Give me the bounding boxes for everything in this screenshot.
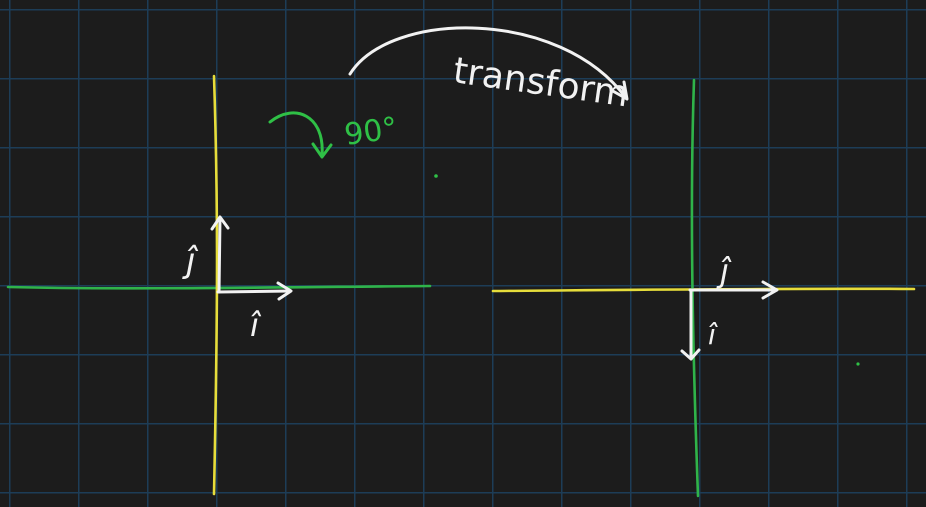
left-i-hat-vector (216, 281, 293, 301)
green-dot (434, 174, 438, 178)
transform-label: transform (451, 50, 631, 115)
rotation-annotation: 90° (268, 111, 438, 178)
right-y-axis (690, 78, 700, 498)
transform-annotation: transform (348, 26, 631, 115)
right-j-hat-vector (688, 280, 779, 300)
right-j-hat-label: ĵ (716, 252, 732, 290)
transform-arrow-icon (348, 26, 628, 100)
rotation-label: 90° (342, 111, 400, 153)
right-plane: ĵ î (491, 78, 916, 498)
left-i-hat-label: î (250, 306, 262, 344)
rotate-arrow-icon (268, 111, 324, 157)
left-j-hat-label: ĵ (182, 241, 199, 281)
right-i-hat-label: î (708, 318, 718, 351)
green-dot (856, 362, 860, 366)
left-y-axis (212, 74, 219, 496)
left-x-axis (6, 284, 432, 290)
left-j-hat-vector (210, 215, 230, 294)
right-i-hat-vector (680, 289, 701, 361)
